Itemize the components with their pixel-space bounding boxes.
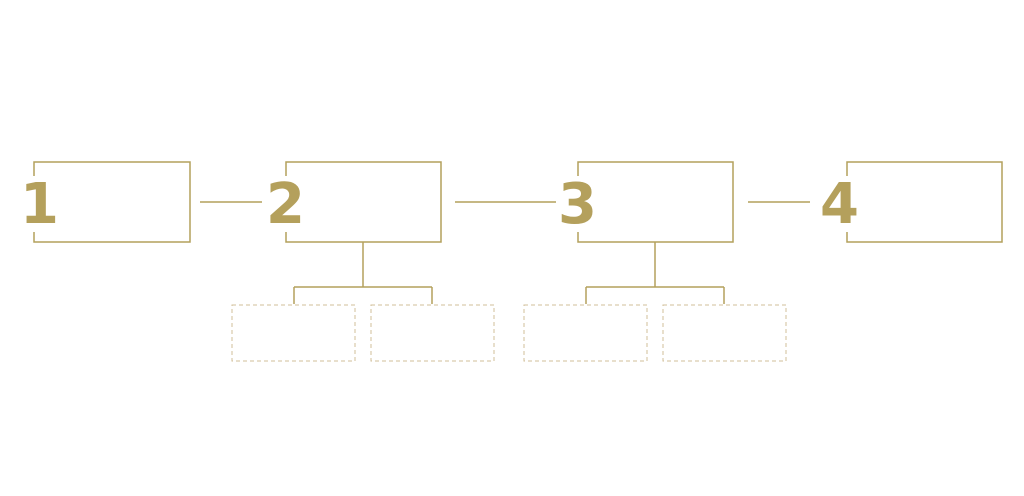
step-2-substep-a — [231, 304, 356, 362]
step-3-substep-b — [662, 304, 787, 362]
step-2-number: 2 — [266, 172, 305, 237]
step-1-number: 1 — [20, 172, 59, 237]
step-1-box — [33, 161, 191, 243]
step-3-box — [577, 161, 734, 243]
step-3-branch — [585, 242, 725, 304]
step-4-box — [846, 161, 1003, 243]
step-4-number: 4 — [820, 172, 859, 237]
step-2-substep-b — [370, 304, 495, 362]
step-2-branch — [293, 242, 433, 304]
step-3-number: 3 — [558, 172, 597, 237]
step-3-substep-a — [523, 304, 648, 362]
step-2-box — [285, 161, 442, 243]
